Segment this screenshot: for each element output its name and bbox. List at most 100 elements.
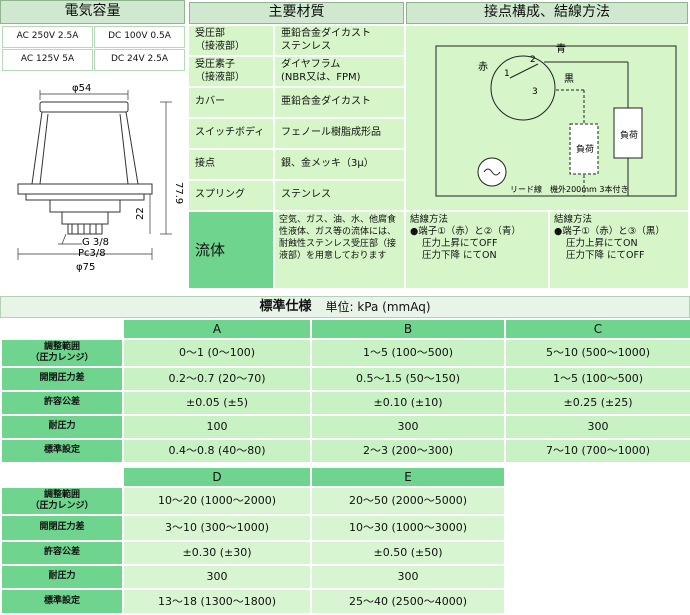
table1-corner <box>2 320 122 338</box>
table2-col-d: D <box>124 468 310 486</box>
wire-red-label: 赤 <box>478 61 488 73</box>
dim-top-label: φ54 <box>72 83 91 94</box>
terminal-1-label: 1 <box>504 69 510 79</box>
t2-label-differential: 開閉圧力差 <box>2 516 122 540</box>
table1-col-c: C <box>506 320 690 338</box>
t1-a-range: 0～1 (0～100) <box>124 340 310 366</box>
wire-black-label: 黒 <box>564 73 574 85</box>
t1-a-differential: 0.2～0.7 (20～70) <box>124 368 310 390</box>
t2-d-proof: 300 <box>124 566 310 588</box>
t1-label-setting: 標準設定 <box>2 440 122 462</box>
wiring-method-2-line-2: 圧力上昇にてON <box>566 237 638 249</box>
load-2-label: 負荷 <box>576 143 594 155</box>
wiring-method-2-line-3: 圧力下降 にてOFF <box>566 249 645 261</box>
t2-e-setting: 25～40 (2500～4000) <box>312 590 504 613</box>
load-box-2 <box>569 123 599 175</box>
wiring-method-1-line-3: 圧力下降 にてON <box>422 249 497 261</box>
spec-unit: 単位: kPa (mmAq) <box>325 299 431 314</box>
spec-header: 標準仕様 単位: kPa (mmAq) <box>0 296 690 318</box>
materials-title: 主要材質 <box>189 2 404 24</box>
t2-d-tolerance: ±0.30 (±30) <box>124 542 310 564</box>
t1-b-differential: 0.5～1.5 (50～150) <box>312 368 504 390</box>
terminal-3-label: 3 <box>532 87 538 97</box>
material-value-element: ダイヤフラム (NBR又は、FPM) <box>275 57 404 86</box>
rating-ac250: AC 250V 2.5A <box>2 26 93 48</box>
wiring-method-2: 結線方法 ●端子①（赤）と③（黒） 圧力上昇にてON 圧力下降 にてOFF <box>550 212 688 288</box>
t2-e-proof: 300 <box>312 566 504 588</box>
material-value-pressure-part: 亜鉛合金ダイカスト ステンレス <box>275 26 404 55</box>
contact-title: 接点構成、結線方法 <box>406 2 688 24</box>
material-label-spring: スプリング <box>189 181 273 210</box>
wiring-diagram-panel: 赤 青 黒 1 2 3 負荷 負荷 リード線 機外200mm 3本付き <box>406 26 688 210</box>
table2-col-e: E <box>312 468 504 486</box>
t1-b-setting: 2～3 (200～300) <box>312 440 504 462</box>
wiring-method-2-line-1: ●端子①（赤）と③（黒） <box>554 225 665 237</box>
t2-e-tolerance: ±0.50 (±50) <box>312 542 504 564</box>
t1-label-differential: 開閉圧力差 <box>2 368 122 390</box>
dim-base-label: φ75 <box>76 262 95 273</box>
rating-dc100: DC 100V 0.5A <box>94 26 185 48</box>
dim-lower-label: 22 <box>135 207 146 220</box>
t2-label-setting: 標準設定 <box>2 590 122 613</box>
wiring-frame <box>435 45 677 197</box>
fluid-value: 空気、ガス、油、水、他腐食性液体、ガス等の流体には、耐蝕性ステンレス受圧部（接液… <box>275 212 404 288</box>
t1-b-tolerance: ±0.10 (±10) <box>312 392 504 414</box>
t2-d-range: 10～20 (1000～2000) <box>124 488 310 514</box>
t1-c-setting: 7～10 (700～1000) <box>506 440 690 462</box>
thread-label: G 3/8 <box>82 237 109 248</box>
material-label-element: 受圧素子 （接液部） <box>189 57 273 86</box>
t1-a-setting: 0.4～0.8 (40～80) <box>124 440 310 462</box>
material-label-pressure-part: 受圧部 （接液部） <box>189 26 273 55</box>
table1-col-a: A <box>124 320 310 338</box>
material-value-switch-body: フェノール樹脂成形品 <box>275 119 404 148</box>
switch-circle <box>490 55 556 121</box>
t1-a-proof: 100 <box>124 416 310 438</box>
t2-label-tolerance: 許容公差 <box>2 542 122 564</box>
t1-b-range: 1～5 (100～500) <box>312 340 504 366</box>
material-value-spring: ステンレス <box>275 181 404 210</box>
electric-capacity-title: 電気容量 <box>0 0 185 24</box>
material-value-cover: 亜鉛合金ダイカスト <box>275 88 404 117</box>
t1-c-differential: 1～5 (100～500) <box>506 368 690 390</box>
wiring-method-1-line-1: ●端子①（赤）と②（青） <box>410 225 521 237</box>
terminal-2-label: 2 <box>530 55 536 65</box>
t1-a-tolerance: ±0.05 (±5) <box>124 392 310 414</box>
pc-label: Pc3/8 <box>78 248 106 259</box>
cover-cap <box>39 101 129 113</box>
wiring-diagram: 赤 青 黒 1 2 3 負荷 負荷 リード線 機外200mm 3本付き <box>435 42 677 197</box>
flange <box>17 183 153 195</box>
wiring-method-1-title: 結線方法 <box>410 214 449 225</box>
dim-height-label: 77.9 <box>173 182 184 204</box>
t2-d-differential: 3～10 (300～1000) <box>124 516 310 540</box>
wiring-method-1-line-2: 圧力上昇にてOFF <box>422 237 498 249</box>
fluid-label: 流体 <box>189 212 273 288</box>
wire-blue-label: 青 <box>556 42 566 55</box>
rating-ac125: AC 125V 5A <box>2 49 93 71</box>
t1-label-proof: 耐圧力 <box>2 416 122 438</box>
material-label-switch-body: スイッチボディ <box>189 119 273 148</box>
rating-dc24: DC 24V 2.5A <box>94 49 185 71</box>
table1-col-b: B <box>312 320 504 338</box>
lead-wire-label: リード線 機外200mm 3本付き <box>510 184 629 194</box>
t2-label-range: 調整範囲 （圧力レンジ） <box>2 488 122 514</box>
material-value-contact: 銀、金メッキ（3μ） <box>275 150 404 179</box>
t2-e-differential: 10～30 (1000～3000) <box>312 516 504 540</box>
t1-c-tolerance: ±0.25 (±25) <box>506 392 690 414</box>
t2-d-setting: 13～18 (1300～1800) <box>124 590 310 613</box>
spec-title: 標準仕様 <box>259 298 312 314</box>
wiring-method-1: 結線方法 ●端子①（赤）と②（青） 圧力上昇にてOFF 圧力下降 にてON <box>406 212 548 288</box>
dimension-drawing: φ54 77.9 22 G 3/8 Pc3/8 φ75 <box>17 83 184 273</box>
material-label-contact: 接点 <box>189 150 273 179</box>
t1-b-proof: 300 <box>312 416 504 438</box>
t1-c-proof: 300 <box>506 416 690 438</box>
t2-e-range: 20～50 (2000～5000) <box>312 488 504 514</box>
cover-body <box>31 111 139 185</box>
t1-label-range: 調整範囲 （圧力レンジ） <box>2 340 122 366</box>
t1-c-range: 5～10 (500～1000) <box>506 340 690 366</box>
material-label-cover: カバー <box>189 88 273 117</box>
load-box-1 <box>613 107 643 159</box>
load-1-label: 負荷 <box>620 129 638 141</box>
wiring-method-2-title: 結線方法 <box>554 214 593 225</box>
t2-label-proof: 耐圧力 <box>2 566 122 588</box>
t1-label-tolerance: 許容公差 <box>2 392 122 414</box>
